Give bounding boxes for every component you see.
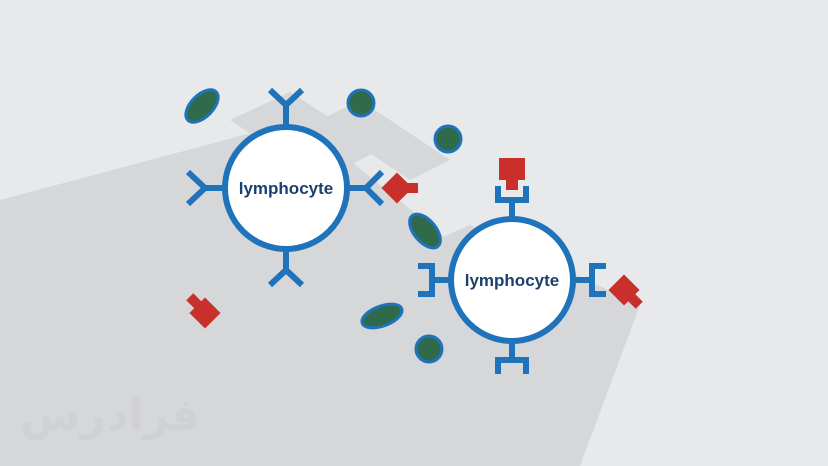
- green-antigens: [184, 88, 463, 364]
- antigen-shadow-top: [320, 100, 450, 180]
- green-oval-antigen-1: [184, 88, 220, 124]
- red-antigen-free-stem: [186, 293, 202, 309]
- cell-label-2: lymphocyte: [465, 271, 559, 290]
- green-oval-antigen-2: [408, 212, 442, 250]
- lymphocyte-cell-2: lymphocyte: [418, 186, 606, 374]
- cell-body-2: [448, 216, 576, 344]
- bracket-receptor-bottom: [495, 342, 529, 374]
- y-receptor-top: [267, 87, 305, 127]
- red-antigen-right-stem: [627, 293, 643, 309]
- green-round-antigen-3: [414, 334, 444, 364]
- green-round-antigen-1: [346, 88, 376, 118]
- bracket-receptor-top: [495, 186, 529, 218]
- green-round-antigen-2: [433, 124, 463, 154]
- red-antigen-top-stem: [506, 178, 518, 190]
- cell-label-1: lymphocyte: [239, 179, 333, 198]
- bracket-receptors: [418, 186, 606, 374]
- red-antigen-stem-cell-1: [404, 183, 418, 193]
- bracket-receptor-left: [418, 263, 450, 297]
- cell-body-1: [222, 124, 350, 252]
- y-receptor-left: [185, 169, 225, 207]
- watermark-text: فرادرس: [20, 390, 200, 441]
- y-receptors: [185, 87, 385, 288]
- green-oval-antigen-3: [360, 302, 404, 330]
- red-antigen-bound-cell-1: [381, 172, 413, 204]
- lymphocyte-cell-1: lymphocyte: [185, 87, 385, 288]
- red-antigen-top-cell-2: [499, 158, 525, 180]
- y-receptor-right: [347, 169, 385, 207]
- bracket-receptor-right: [574, 263, 606, 297]
